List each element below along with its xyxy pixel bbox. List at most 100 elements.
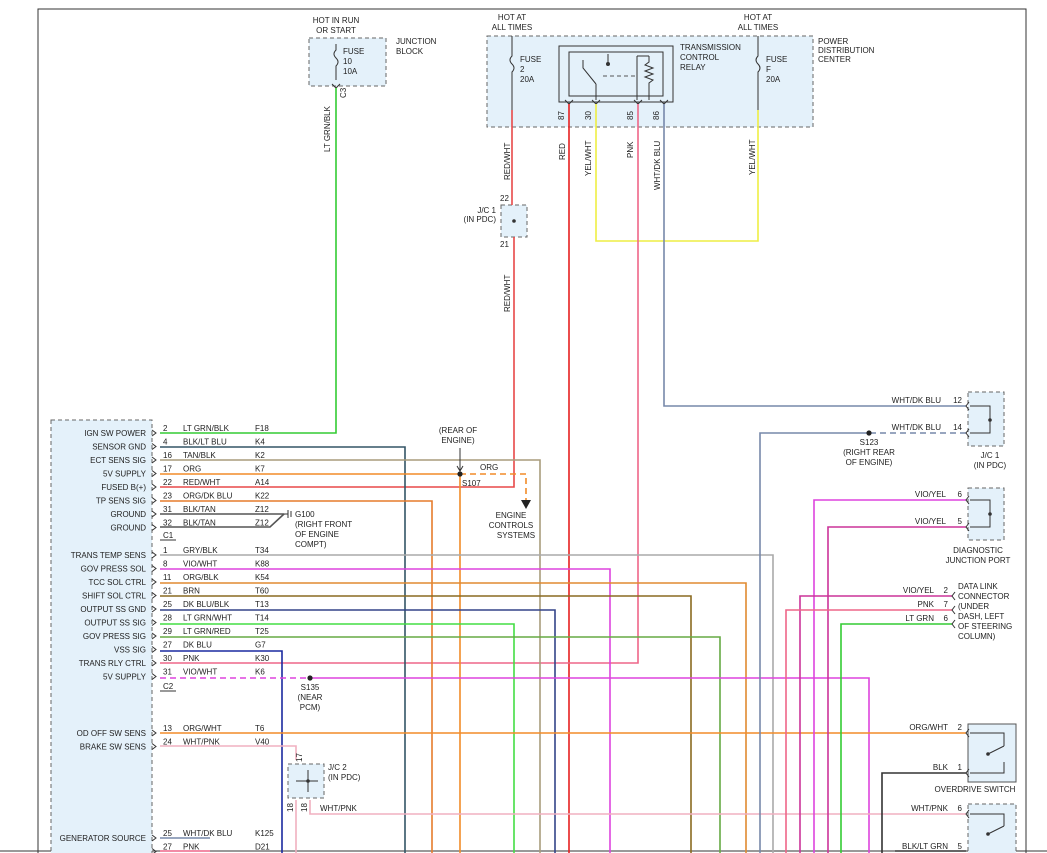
pdc-fusef-number: F: [766, 65, 771, 74]
brake-wire-1: WHT/PNK: [911, 804, 949, 813]
pcm-wire-color: BRN: [183, 587, 200, 596]
pcm-pin-chevron-icon: [151, 673, 157, 680]
splice-s135: S135 (NEAR PCM): [298, 675, 323, 712]
pcm-pin-chevron-icon: [151, 632, 157, 640]
pcm-pin-chevron-icon: [151, 510, 157, 518]
wire-yel-wht: [595, 104, 759, 242]
jc2-wire: WHT/PNK: [320, 804, 358, 813]
pcm-circuit-code: K125: [255, 829, 274, 838]
pcm-wire-color: ORG/BLK: [183, 573, 219, 582]
engine-controls-label: ENGINE: [496, 511, 527, 520]
wire-org-dkblu: [160, 500, 433, 853]
pcm-pin-number: 22: [163, 478, 172, 487]
od-label: OVERDRIVE SWITCH: [935, 785, 1016, 794]
jc1-top-pin-22: 22: [500, 194, 509, 203]
pcm-signal-name: TP SENS SIG: [96, 497, 146, 506]
pcm-wire-color: ORG/WHT: [183, 724, 222, 733]
dlc-wire-1: VIO/YEL: [903, 586, 935, 595]
od-box: [967, 723, 1017, 783]
jc1-top-label: J/C 1: [477, 206, 496, 215]
jb-title: JUNCTION: [396, 37, 437, 46]
pcm-pin-number: 25: [163, 600, 172, 609]
pdc-box: [486, 35, 814, 128]
relay-inner: [568, 51, 664, 97]
g100-note-3: COMPT): [295, 540, 327, 549]
dlc-label-3: (UNDER: [958, 602, 989, 611]
wire-vio-wht: [160, 568, 611, 853]
g100-ground-icon: [284, 510, 292, 518]
pcm-circuit-code: K88: [255, 560, 270, 569]
pcm-circuit-code: V40: [255, 738, 270, 747]
splice-s123: S123 (RIGHT REAR OF ENGINE): [843, 430, 895, 467]
pcm-pin-chevron-icon: [151, 483, 157, 491]
diagnostic-junction-port: VIO/YEL 6 VIO/YEL 5 DIAGNOSTIC JUNCTION …: [915, 487, 1011, 565]
dlc-pin-2: 2: [944, 586, 949, 595]
jb-hot-label: HOT IN RUN: [313, 16, 360, 25]
wire-blk-od: [881, 772, 966, 853]
pcm-wire-color: LT GRN/RED: [183, 627, 231, 636]
pcm-pin-chevron-icon: [151, 834, 157, 842]
power-distribution-center: HOT AT ALL TIMES HOT AT ALL TIMES POWER …: [486, 13, 875, 128]
s107-note-2: ENGINE): [441, 436, 475, 445]
pcm-circuit-code: D21: [255, 843, 270, 852]
pcm-wire-color: ORG: [183, 465, 201, 474]
djp-label-2: JUNCTION PORT: [946, 556, 1011, 565]
pcm-circuit-code: T25: [255, 627, 269, 636]
wire-vio-yel-1: [813, 499, 966, 853]
pcm-circuit-code: G7: [255, 641, 266, 650]
od-pin-2: 2: [958, 723, 963, 732]
wire-label-red: RED: [558, 143, 567, 160]
pcm-pin-chevron-icon: [151, 443, 157, 450]
pcm-wire-color: WHT/PNK: [183, 738, 221, 747]
splice-s107: (REAR OF ENGINE) S107 ORG ENGINE CONTROL…: [439, 426, 535, 540]
dlc-pin-icons: [951, 591, 956, 629]
jc2-pin-18b: 18: [300, 803, 309, 812]
pcm-pin-number: 27: [163, 641, 172, 650]
pcm-circuit-code: T34: [255, 546, 269, 555]
pcm-wire-color: PNK: [183, 843, 200, 852]
wire-pnk-dlc: [785, 609, 952, 853]
pcm-pin-chevron-icon: [151, 646, 157, 653]
pcm-signal-name: ECT SENS SIG: [90, 456, 146, 465]
pcm-pin-number: 31: [163, 505, 172, 514]
jc2-pin-17: 17: [295, 753, 304, 762]
pcm-signal-name: 5V SUPPLY: [103, 673, 147, 682]
pin-86: 86: [652, 111, 661, 120]
relay-contact-icon: [606, 62, 610, 66]
pcm-circuit-code: K4: [255, 438, 265, 447]
dlc-wire-3: LT GRN: [905, 614, 934, 623]
pcm-pin-number: 30: [163, 654, 172, 663]
pcm-circuit-code: T60: [255, 587, 269, 596]
wire-vio-yel-2: [827, 526, 966, 853]
pcm-signal-name: OUTPUT SS SIG: [84, 619, 146, 628]
jb-wire-label: LT GRN/BLK: [323, 105, 332, 152]
g100-note: (RIGHT FRONT: [295, 520, 352, 529]
pdc-title-3: CENTER: [818, 55, 851, 64]
pcm-circuit-code: T6: [255, 724, 265, 733]
wire-dkblu-blk: [160, 609, 556, 853]
pcm-pin-number: 17: [163, 465, 172, 474]
pdc-hot-right: HOT AT: [744, 13, 772, 22]
wire-gry-blk: [160, 554, 774, 853]
pcm-circuit-code: K22: [255, 492, 270, 501]
s123-name: S123: [860, 438, 879, 447]
pcm-pin-chevron-icon: [151, 565, 157, 572]
wire-label-red-wht-lower: RED/WHT: [503, 275, 512, 312]
wire-vio-wht-5v: [310, 677, 870, 853]
wire-lt-grn-dlc: [840, 623, 952, 853]
pdc-fusef-label: FUSE: [766, 55, 787, 64]
pcm-connector-c2: C2: [163, 682, 174, 691]
pcm-signal-name: OUTPUT SS GND: [80, 605, 146, 614]
jb-connector-label: C3: [339, 87, 348, 98]
wire-brn: [160, 595, 692, 853]
pdc-fusef-amp: 20A: [766, 75, 781, 84]
djp-wire-1: VIO/YEL: [915, 490, 947, 499]
jb-box: [308, 37, 387, 87]
pcm-pin-number: 2: [163, 424, 168, 433]
jc1-right-label: J/C 1: [981, 451, 1000, 460]
pcm-pin-number: 23: [163, 492, 172, 501]
pcm-circuit-code: T13: [255, 600, 269, 609]
wire-wht-pnk-3: [309, 800, 966, 815]
pcm-pin-number: 31: [163, 668, 172, 677]
pcm-pin-number: 21: [163, 587, 172, 596]
